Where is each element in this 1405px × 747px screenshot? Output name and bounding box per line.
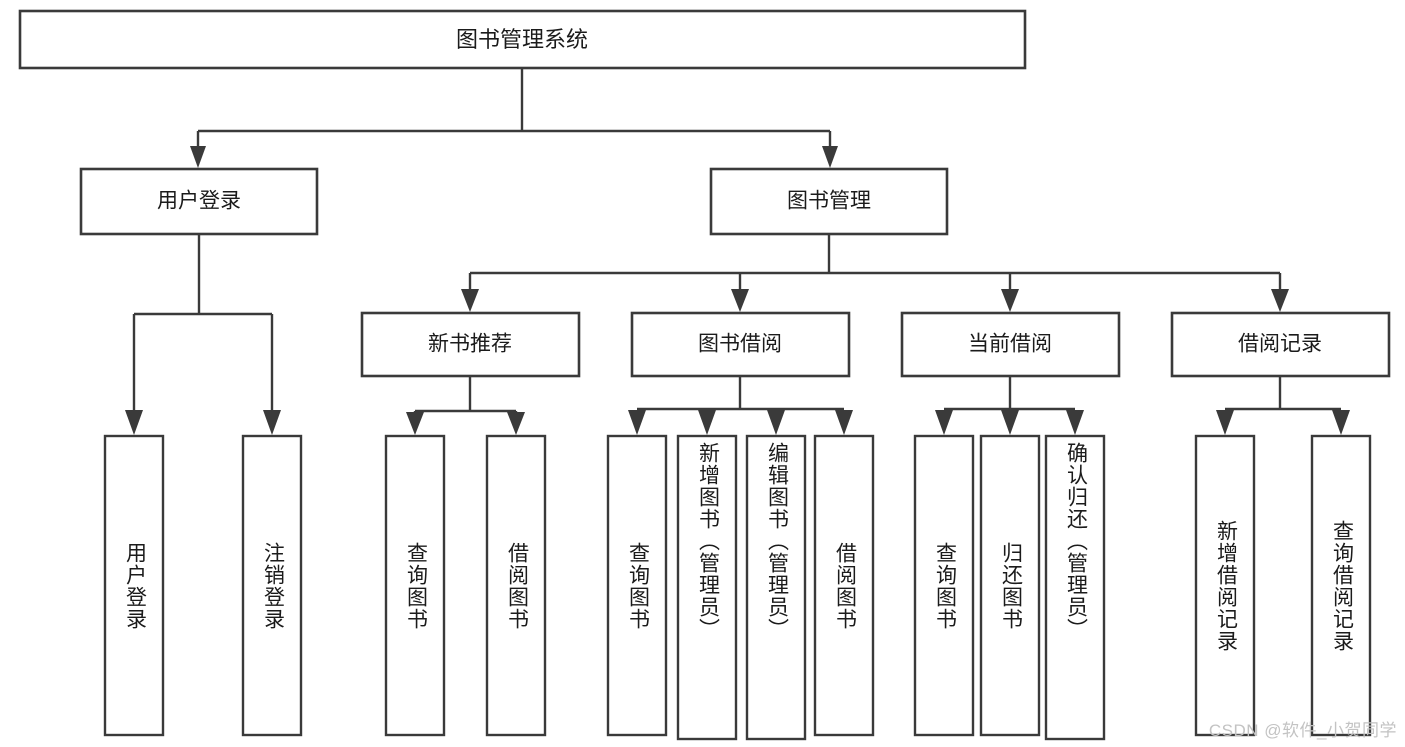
connector-layer: [125, 68, 1350, 435]
node-root-label: 图书管理系统: [456, 27, 588, 52]
node-borrow-record[interactable]: 借阅记录: [1170, 311, 1391, 378]
leaf-box-borrow-query[interactable]: [606, 434, 668, 737]
arrowhead-leaf-cur-return: [1001, 410, 1019, 435]
arrowhead-book-borrow: [731, 289, 749, 312]
leaf-box-rec-query2[interactable]: [1310, 434, 1372, 737]
node-root-box[interactable]: [18, 9, 1027, 70]
node-book-borrow-label: 图书借阅: [698, 333, 782, 356]
leaf-box-rec-query[interactable]: [384, 434, 446, 737]
leaf-box-cur-confirm[interactable]: [1044, 434, 1106, 741]
arrowhead-leaf-user-login: [125, 410, 143, 435]
arrowhead-leaf-cur-query: [935, 410, 953, 435]
node-new-book-rec-label: 新书推荐: [428, 333, 512, 356]
arrowhead-leaf-rec-query: [406, 412, 424, 435]
arrowhead-leaf-rec-query2: [1332, 410, 1350, 435]
node-book-manage-label: 图书管理: [787, 190, 871, 213]
arrowhead-new-book-rec: [461, 289, 479, 312]
node-current-borrow[interactable]: 当前借阅: [900, 311, 1121, 378]
arrowhead-current-borrow: [1001, 289, 1019, 312]
node-new-book-rec-box[interactable]: [360, 311, 581, 378]
arrowhead-leaf-borrow-add: [698, 410, 716, 435]
arrowhead-leaf-borrow-do: [835, 410, 853, 435]
arrowhead-leaf-cur-confirm: [1066, 410, 1084, 435]
node-current-borrow-box[interactable]: [900, 311, 1121, 378]
arrowhead-leaf-user-logout: [263, 410, 281, 435]
leaf-box-borrow-edit[interactable]: [745, 434, 807, 741]
arrowhead-leaf-borrow-edit: [767, 410, 785, 435]
leaf-box-rec-borrow[interactable]: [485, 434, 547, 737]
node-current-borrow-label: 当前借阅: [968, 333, 1052, 356]
arrowhead-leaf-borrow-query: [628, 410, 646, 435]
node-book-borrow[interactable]: 图书借阅: [630, 311, 851, 378]
node-root[interactable]: 图书管理系统: [18, 9, 1027, 70]
arrowhead-leaf-rec-borrow: [507, 412, 525, 435]
arrowhead-userlogin: [190, 146, 206, 168]
node-user-login-label: 用户登录: [157, 190, 241, 213]
node-book-borrow-box[interactable]: [630, 311, 851, 378]
leaf-box-cur-query[interactable]: [913, 434, 975, 737]
leaf-box-layer: [103, 434, 1372, 741]
arrowhead-leaf-rec-add: [1216, 410, 1234, 435]
arrowhead-bookmanage: [822, 146, 838, 168]
node-book-manage-box[interactable]: [709, 167, 949, 236]
watermark-text: CSDN @软件_小贺同学: [1208, 721, 1397, 740]
node-book-manage[interactable]: 图书管理: [709, 167, 949, 236]
leaf-box-borrow-add[interactable]: [676, 434, 738, 741]
leaf-box-user-logout[interactable]: [241, 434, 303, 737]
leaf-box-borrow-do[interactable]: [813, 434, 875, 737]
node-new-book-rec[interactable]: 新书推荐: [360, 311, 581, 378]
leaf-box-user-login[interactable]: [103, 434, 165, 737]
node-borrow-record-label: 借阅记录: [1238, 333, 1322, 356]
node-user-login[interactable]: 用户登录: [79, 167, 319, 236]
arrowhead-borrow-record: [1271, 289, 1289, 312]
leaf-box-rec-add[interactable]: [1194, 434, 1256, 737]
leaf-box-cur-return[interactable]: [979, 434, 1041, 737]
node-borrow-record-box[interactable]: [1170, 311, 1391, 378]
node-user-login-box[interactable]: [79, 167, 319, 236]
